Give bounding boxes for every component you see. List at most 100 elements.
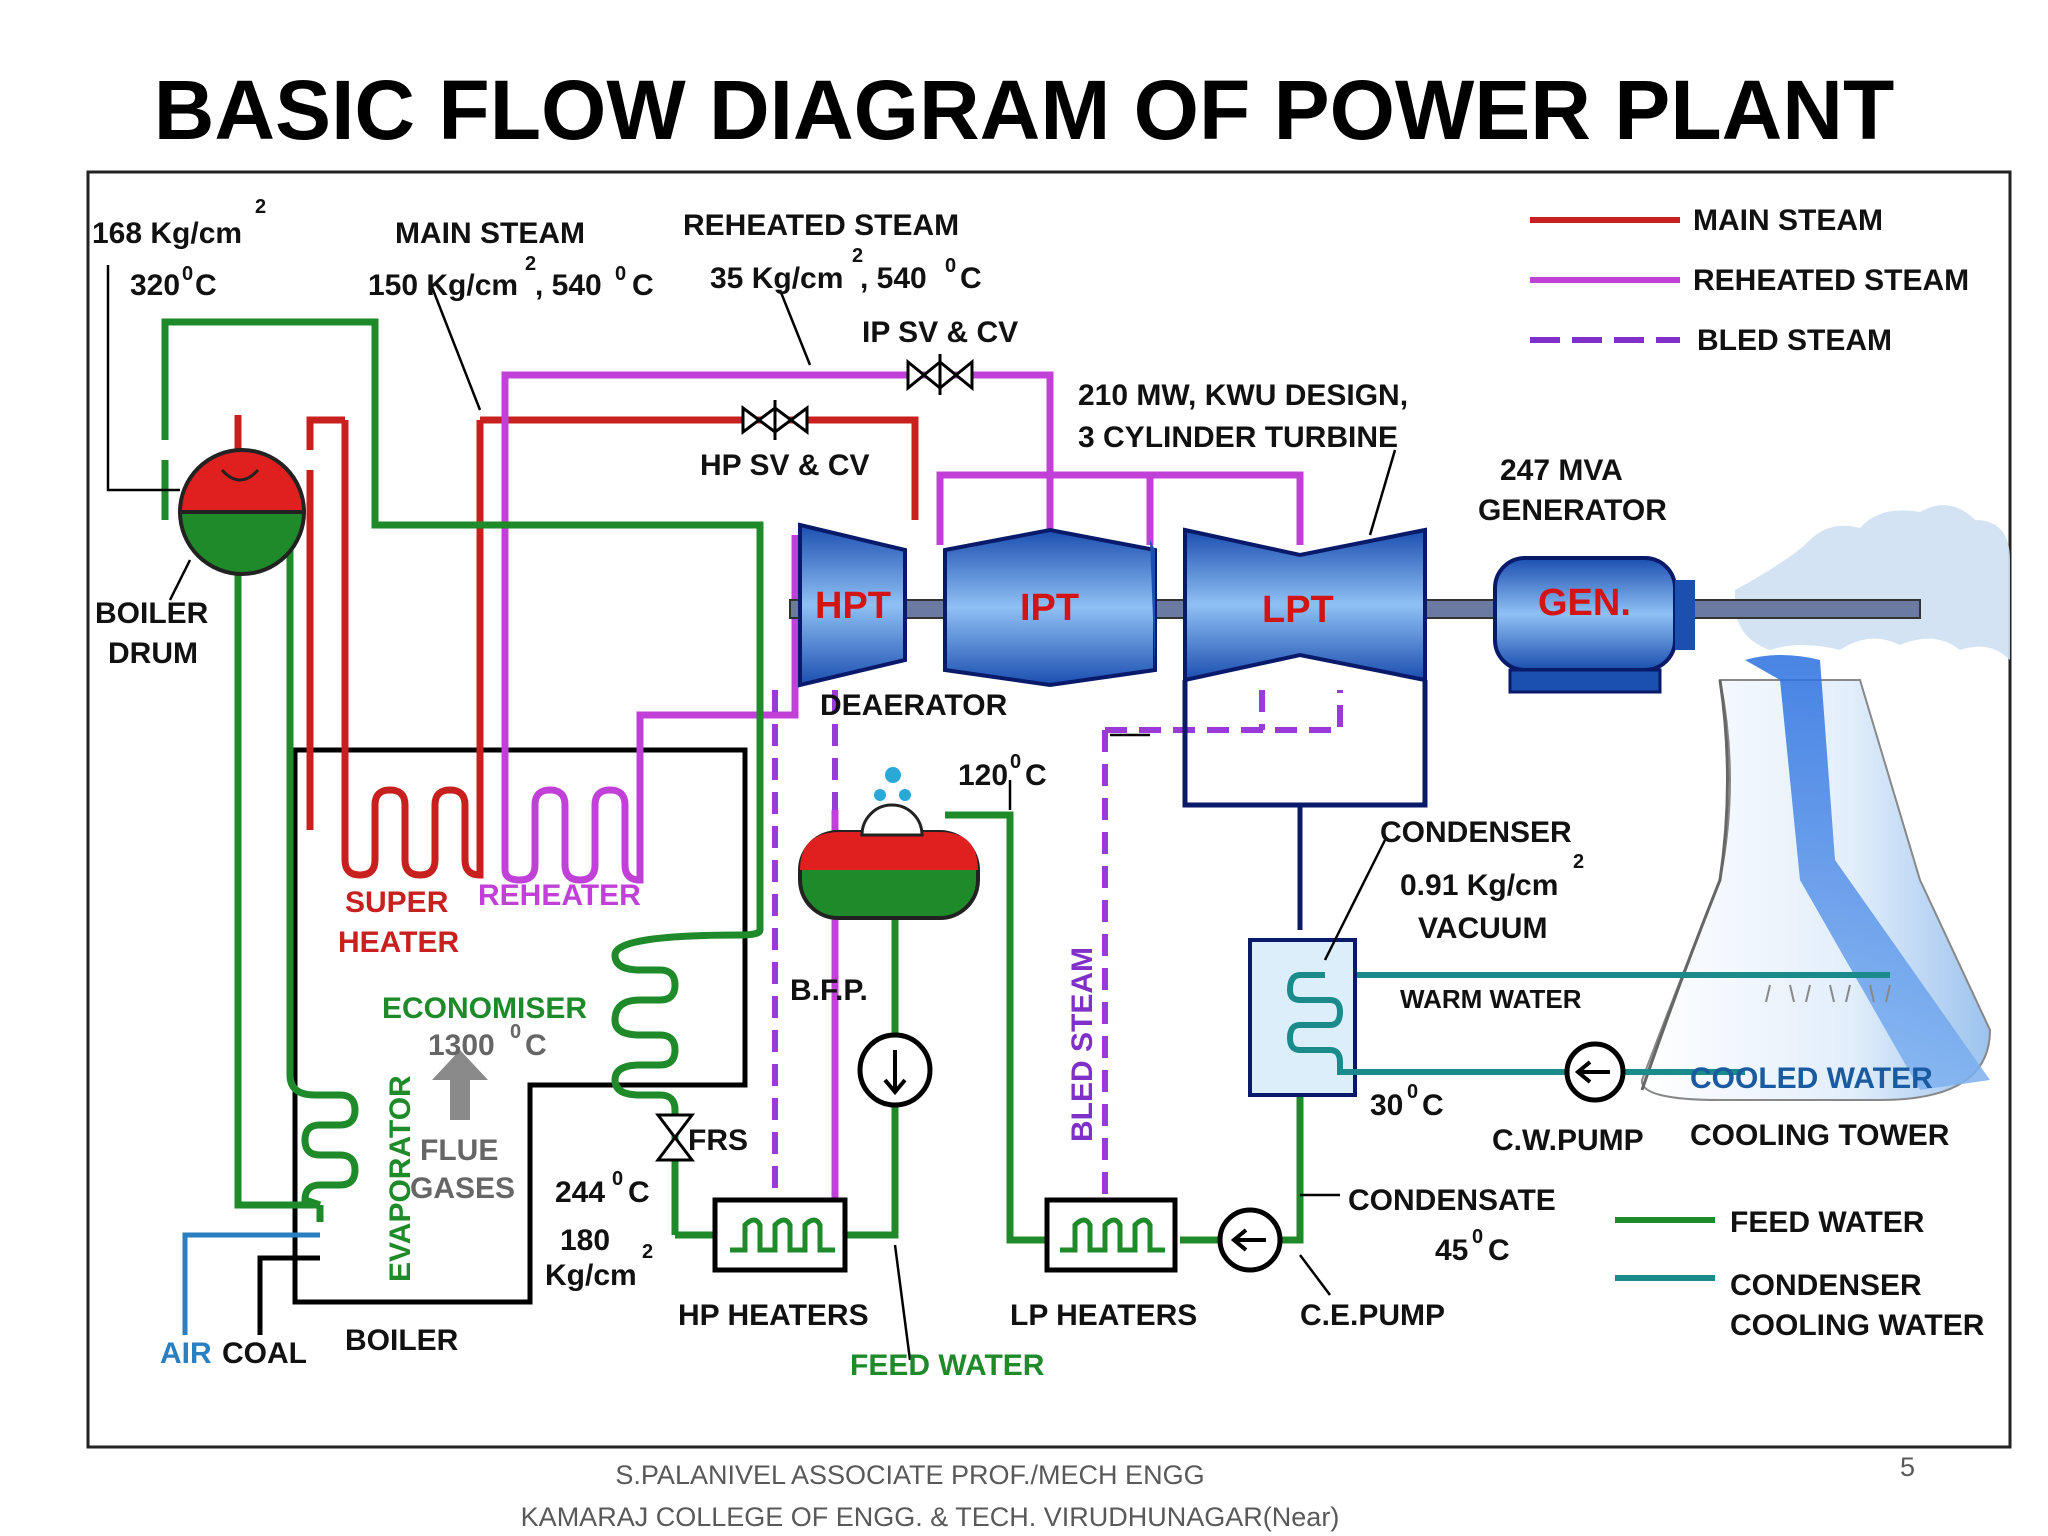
page-number: 5 <box>1900 1452 1916 1482</box>
label-economiser: ECONOMISER <box>382 992 587 1025</box>
label-cooling-tower: COOLING TOWER <box>1690 1119 1950 1152</box>
label-reheater: REHEATER <box>478 879 641 912</box>
label-gen: GEN. <box>1538 582 1631 624</box>
label-ip-valves: IP SV & CV <box>862 316 1018 349</box>
label-fw-pressure-sup: 2 <box>642 1241 653 1263</box>
label-gen-desc-2: GENERATOR <box>1478 494 1667 527</box>
label-lp-heaters: LP HEATERS <box>1010 1299 1197 1332</box>
label-flue-gases-1: FLUE <box>420 1134 498 1167</box>
label-warm-water: WARM WATER <box>1400 984 1582 1014</box>
hp-heater <box>712 1197 848 1273</box>
label-reheated-steam: REHEATED STEAM <box>683 209 959 242</box>
hp-sv-cv-valve <box>741 400 809 440</box>
boiler-furnace-outline <box>292 747 748 1305</box>
label-cooled-water: COOLED WATER <box>1690 1062 1933 1095</box>
label-ce-pump: C.E.PUMP <box>1300 1299 1445 1332</box>
bfp-pump <box>857 1032 933 1108</box>
spray-marks <box>1765 984 1891 1003</box>
footer-line-2: KAMARAJ COLLEGE OF ENGG. & TECH. VIRUDHU… <box>520 1502 1340 1532</box>
label-hp-valves: HP SV & CV <box>700 449 870 482</box>
label-deaerator-temp: 120 <box>958 759 1008 792</box>
label-drum-pressure: 168 Kg/cm <box>92 217 242 250</box>
label-reheated-c: C <box>960 262 982 295</box>
page-title: BASIC FLOW DIAGRAM OF POWER PLANT <box>153 63 1895 157</box>
label-deaerator-deg: 0 <box>1010 751 1021 773</box>
label-vacuum: VACUUM <box>1418 912 1547 945</box>
label-flue-deg: 0 <box>510 1021 521 1043</box>
footer-line-1: S.PALANIVEL ASSOCIATE PROF./MECH ENGG <box>615 1460 1205 1490</box>
legend-bled-steam: BLED STEAM <box>1697 324 1892 357</box>
cooling-tower <box>1640 505 2010 1101</box>
ip-turbine <box>943 527 1157 688</box>
label-fw-pressure-1: 180 <box>560 1224 610 1257</box>
label-air: AIR <box>160 1337 212 1370</box>
ip-sv-cv-valve <box>906 354 974 395</box>
hp-turbine <box>798 522 907 688</box>
label-deaerator-c: C <box>1025 759 1047 792</box>
label-super-heater-2: HEATER <box>338 926 459 959</box>
label-evaporator: EVAPORATOR <box>384 1075 417 1282</box>
diagram-frame <box>86 170 2012 1449</box>
label-drum-temp-c: C <box>195 269 217 302</box>
generator <box>1493 556 1695 694</box>
legend-reheated-steam: REHEATED STEAM <box>1693 264 1969 297</box>
label-condensate: CONDENSATE <box>1348 1184 1556 1217</box>
label-fw-temp: 244 <box>555 1176 605 1209</box>
label-condenser-pressure: 0.91 Kg/cm <box>1400 869 1558 902</box>
condenser-box <box>1248 938 1365 1097</box>
label-drum-temp-deg: 0 <box>182 263 193 285</box>
label-boiler-drum-2: DRUM <box>108 637 198 670</box>
label-reheated-params-b: , 540 <box>860 262 927 295</box>
reheated-steam-lines <box>501 371 1304 884</box>
label-main-steam-params-b: , 540 <box>535 269 602 302</box>
label-boiler-drum-1: BOILER <box>95 597 209 630</box>
pointer-lines <box>106 265 1397 1361</box>
label-hp-heaters: HP HEATERS <box>678 1299 869 1332</box>
deaerator-vessel <box>798 767 980 920</box>
label-condenser-sup: 2 <box>1573 851 1584 873</box>
frs-valve <box>654 1113 696 1162</box>
legend-condenser-cooling-2: COOLING WATER <box>1730 1309 1985 1342</box>
cooling-water-lines <box>1325 972 1890 1075</box>
label-bled-steam-vertical: BLED STEAM <box>1066 947 1099 1142</box>
air-coal-inputs <box>182 1232 320 1335</box>
label-lpt: LPT <box>1262 589 1334 631</box>
label-main-steam-sup: 2 <box>525 253 536 275</box>
label-flue-c: C <box>525 1029 547 1062</box>
lp-turbine <box>1183 527 1427 683</box>
label-reheated-sup: 2 <box>852 245 863 267</box>
label-flue-temp: 1300 <box>428 1029 495 1062</box>
lp-heater <box>1044 1197 1178 1273</box>
label-main-steam-params: 150 Kg/cm <box>368 269 518 302</box>
label-bfp: B.F.P. <box>790 974 868 1007</box>
condensate-lines <box>1182 680 1428 930</box>
label-deaerator: DEAERATOR <box>820 689 1008 722</box>
label-main-steam-deg: 0 <box>615 263 626 285</box>
label-cw-deg: 0 <box>1407 1081 1418 1103</box>
label-cw-c: C <box>1422 1089 1444 1122</box>
legend-lines <box>1530 217 1715 1281</box>
flue-gas-arrow <box>432 1050 488 1120</box>
label-turbine-desc-2: 3 CYLINDER TURBINE <box>1078 421 1398 454</box>
label-condensate-temp: 45 <box>1435 1234 1468 1267</box>
label-gen-desc-1: 247 MVA <box>1500 454 1623 487</box>
label-cw-temp: 30 <box>1370 1089 1403 1122</box>
label-boiler: BOILER <box>345 1324 459 1357</box>
label-reheated-deg: 0 <box>945 255 956 277</box>
label-feed-water-bottom: FEED WATER <box>850 1349 1045 1382</box>
label-frs: FRS <box>688 1124 748 1157</box>
label-condensate-c: C <box>1488 1234 1510 1267</box>
label-condensate-deg: 0 <box>1472 1226 1483 1248</box>
feed-water-lines <box>161 318 1304 1244</box>
cw-pump <box>1564 1041 1626 1103</box>
label-cw-pump: C.W.PUMP <box>1492 1124 1644 1157</box>
legend-condenser-cooling-1: CONDENSER <box>1730 1269 1922 1302</box>
label-ipt: IPT <box>1020 587 1079 629</box>
boiler-drum <box>177 448 307 576</box>
label-fw-deg: 0 <box>612 1168 623 1190</box>
label-drum-temp: 320 <box>130 269 180 302</box>
legend-main-steam: MAIN STEAM <box>1693 204 1883 237</box>
label-turbine-desc-1: 210 MW, KWU DESIGN, <box>1078 379 1408 412</box>
label-main-steam: MAIN STEAM <box>395 217 585 250</box>
